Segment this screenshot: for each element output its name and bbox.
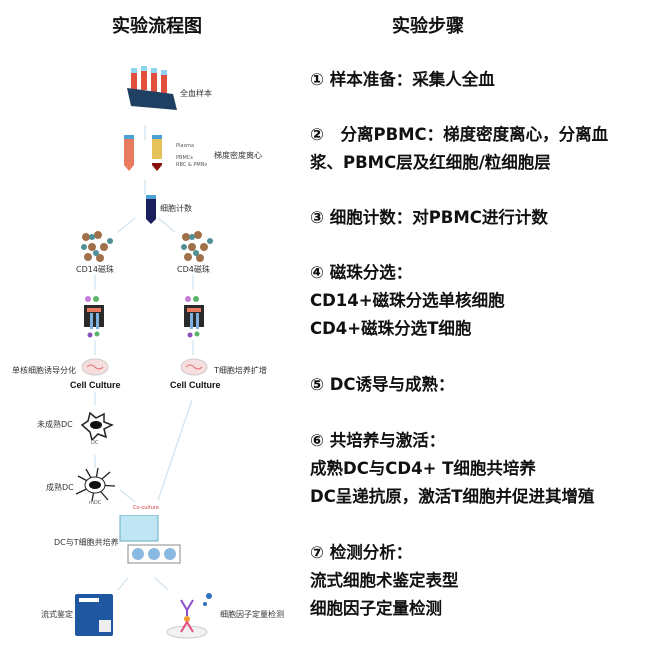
step-7: ⑦ 检测分析： <box>310 543 413 562</box>
step-6: ⑥ 共培养与激活： <box>310 431 446 450</box>
step-2-cont: 浆、PBMC层及红细胞/粒细胞层 <box>310 153 551 172</box>
step-7-flow: 流式细胞术鉴定表型 <box>310 571 459 590</box>
immature-dc-label: 未成熟DC <box>37 420 73 429</box>
dc-small-label: DC <box>91 440 99 446</box>
step-3: ③ 细胞计数：对PBMC进行计数 <box>310 208 548 227</box>
mdc-small-label: mDC <box>89 500 102 506</box>
step-5: ⑤ DC诱导与成熟： <box>310 375 455 394</box>
step-2: ② 分离PBMC：梯度密度离心，分离血 <box>310 125 609 144</box>
cd14-beads-icon <box>81 231 113 262</box>
cytokine-label: 细胞因子定量检测 <box>220 610 284 619</box>
t-expand-label: T细胞培养扩增 <box>214 366 267 375</box>
cell-culture-label-left: Cell Culture <box>70 380 121 390</box>
step-4: ④ 磁珠分选： <box>310 263 413 282</box>
cd4-label: CD4磁珠 <box>177 265 210 274</box>
coculture-red-label: Co-culture <box>133 505 159 511</box>
mature-dc-icon <box>75 468 116 502</box>
step-7-cytokine: 细胞因子定量检测 <box>310 599 442 618</box>
flow-arrows <box>94 125 194 591</box>
counting-tube-icon <box>146 195 156 224</box>
centrifuge-label: 梯度密度离心 <box>214 151 262 160</box>
cell-culture-label-right: Cell Culture <box>170 380 221 390</box>
mono-culture-dish-icon <box>81 358 109 376</box>
immature-dc-icon <box>80 411 114 440</box>
well-plate-icon <box>119 515 181 564</box>
whole-blood-label: 全血样本 <box>180 89 212 98</box>
cell-count-label: 细胞计数 <box>160 204 192 213</box>
step-4-cd14: CD14+磁珠分选单核细胞 <box>310 291 505 310</box>
centrifuge-tubes-icon <box>124 135 162 171</box>
cd14-separator-icon <box>84 296 104 338</box>
cd4-beads-icon <box>181 231 213 262</box>
mature-dc-label: 成熟DC <box>46 483 74 492</box>
steps-title: 实验步骤 <box>392 16 464 37</box>
step-6-coculture: 成熟DC与CD4+ T细胞共培养 <box>310 459 536 478</box>
rbc-label: RBC & PMNs <box>176 162 208 168</box>
coculture-label: DC与T细胞共培养 <box>54 538 119 547</box>
t-culture-dish-icon <box>180 358 208 376</box>
pbmcs-label: PBMCs <box>176 155 193 161</box>
flow-label: 流式鉴定 <box>41 610 73 619</box>
step-6-activation: DC呈递抗原，激活T细胞并促进其增殖 <box>310 487 595 506</box>
elisa-icon <box>166 593 212 639</box>
step-1: ① 样本准备：采集人全血 <box>310 70 495 89</box>
cd4-separator-icon <box>184 296 204 338</box>
step-4-cd4: CD4+磁珠分选T细胞 <box>310 319 472 338</box>
flow-cytometer-icon <box>75 594 113 636</box>
plasma-label: Plasma <box>176 143 195 149</box>
tube-rack-icon <box>127 66 177 110</box>
flowchart-title: 实验流程图 <box>112 16 202 37</box>
cd14-label: CD14磁珠 <box>76 265 114 274</box>
mono-diff-label: 单核细胞诱导分化 <box>12 366 76 375</box>
